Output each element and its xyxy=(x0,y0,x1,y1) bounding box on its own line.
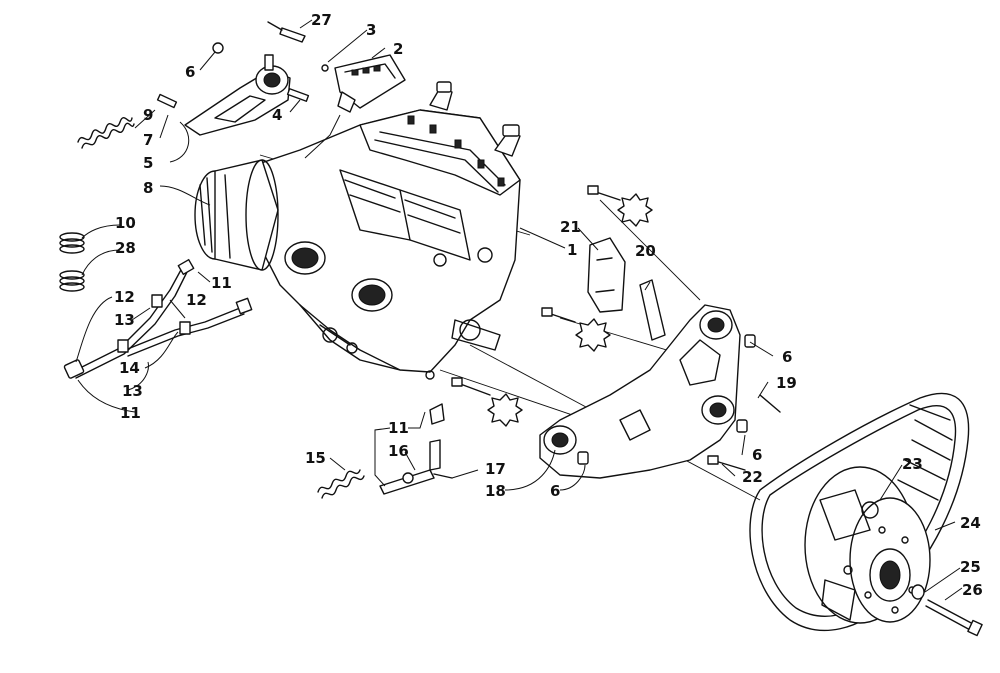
callout-5: 5 xyxy=(143,154,153,172)
callout-17: 17 xyxy=(485,460,506,478)
callout-27: 27 xyxy=(311,11,332,29)
callout-3: 3 xyxy=(366,21,376,39)
recoil-starter-housing xyxy=(194,159,279,271)
front-engine-mount xyxy=(156,42,310,136)
engine-lift-bracket xyxy=(267,21,406,113)
callout-25: 25 xyxy=(960,558,981,576)
callout-10: 10 xyxy=(115,214,136,232)
callout-6: 6 xyxy=(752,446,762,464)
callout-6: 6 xyxy=(550,482,560,500)
callout-4: 4 xyxy=(272,106,282,124)
callout-12: 12 xyxy=(114,288,135,306)
callout-1: 1 xyxy=(567,241,577,259)
callout-23: 23 xyxy=(902,455,923,473)
callout-2: 2 xyxy=(393,40,403,58)
callout-13: 13 xyxy=(114,311,135,329)
callout-11: 11 xyxy=(388,419,409,437)
callout-21: 21 xyxy=(560,218,581,236)
callout-13: 13 xyxy=(122,382,143,400)
drive-belt xyxy=(749,392,970,632)
rear-engine-mount-plate xyxy=(539,304,756,479)
callout-14: 14 xyxy=(119,359,140,377)
fuel-fitting xyxy=(379,403,453,495)
hose-clamps xyxy=(59,232,85,292)
callout-24: 24 xyxy=(960,514,981,532)
callout-9: 9 xyxy=(143,106,153,124)
mount-bolts xyxy=(451,185,781,471)
spring-9 xyxy=(77,117,135,149)
drive-clutch xyxy=(804,466,931,624)
callout-20: 20 xyxy=(635,242,656,260)
callout-22: 22 xyxy=(742,468,763,486)
part-callouts: 27 3 2 6 4 9 7 5 8 10 28 21 1 20 11 12 1… xyxy=(114,11,983,599)
spring-15 xyxy=(317,469,365,499)
callout-7: 7 xyxy=(143,131,153,149)
callout-11: 11 xyxy=(211,274,232,292)
callout-18: 18 xyxy=(485,482,506,500)
callout-11: 11 xyxy=(120,404,141,422)
rear-mount-block xyxy=(587,237,666,341)
star-washers xyxy=(487,193,653,427)
callout-15: 15 xyxy=(305,449,326,467)
leader-lines xyxy=(75,19,963,601)
callout-6: 6 xyxy=(782,348,792,366)
callout-12: 12 xyxy=(186,291,207,309)
clutch-bolt xyxy=(911,584,983,637)
callout-16: 16 xyxy=(388,442,409,460)
callout-8: 8 xyxy=(143,179,153,197)
callout-28: 28 xyxy=(115,239,136,257)
callout-19: 19 xyxy=(776,374,797,392)
fuel-hose-assembly xyxy=(63,258,253,379)
callout-6: 6 xyxy=(185,63,195,81)
callout-26: 26 xyxy=(962,581,983,599)
engine-assembly xyxy=(239,81,521,380)
